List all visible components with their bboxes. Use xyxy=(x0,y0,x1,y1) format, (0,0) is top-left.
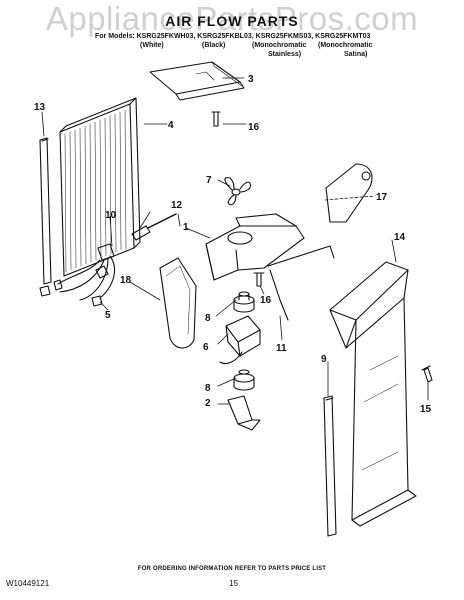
part-18-left-baffle xyxy=(159,257,197,349)
part-2-bracket xyxy=(227,395,261,431)
callout-2: 2 xyxy=(205,398,211,409)
callout-8: 8 xyxy=(205,313,211,324)
finish-white: (White) xyxy=(140,42,164,49)
part-17-baffle xyxy=(325,163,373,223)
callout-8b: 8 xyxy=(205,383,211,394)
leader-lines xyxy=(41,77,429,405)
part-14-air-duct xyxy=(329,261,417,527)
callout-10: 10 xyxy=(105,210,117,221)
callout-11: 11 xyxy=(276,343,287,354)
part-7-fan-blade xyxy=(224,177,251,206)
callout-16b: 16 xyxy=(260,295,272,306)
callout-17: 17 xyxy=(376,192,388,203)
part-10-wire-harness xyxy=(39,243,115,307)
part-13-strip xyxy=(39,137,52,285)
callout-7: 7 xyxy=(206,175,212,186)
callout-6: 6 xyxy=(203,342,209,353)
callout-18: 18 xyxy=(120,275,132,286)
part-8-motor-mount xyxy=(233,369,255,391)
part-4-evaporator-panel xyxy=(59,97,141,277)
models-line: For Models: KSRG25FKWH03, KSRG25FKBL03, … xyxy=(95,33,371,40)
document-id: W10449121 xyxy=(6,579,50,588)
callout-14: 14 xyxy=(394,232,406,243)
callout-12: 12 xyxy=(171,200,183,211)
callout-9: 9 xyxy=(321,354,327,365)
callout-4: 4 xyxy=(168,120,174,131)
callout-13: 13 xyxy=(34,102,46,113)
callout-16: 16 xyxy=(248,122,260,133)
part-16-screw xyxy=(211,111,221,127)
part-16-screw xyxy=(253,272,265,287)
part-12-thermistor xyxy=(131,213,177,241)
page-number: 15 xyxy=(229,579,238,588)
callout-1: 1 xyxy=(183,222,189,233)
part-11-tube xyxy=(267,245,335,321)
part-15-screw xyxy=(421,365,433,383)
finish-satina: Satina) xyxy=(344,51,368,58)
finish-stainless: Stainless) xyxy=(268,51,302,58)
part-9-strip xyxy=(323,395,337,537)
part-3-top-cover xyxy=(149,61,245,101)
finish-monochromatic-1: (Monochromatic xyxy=(252,42,307,49)
part-1-fan-housing xyxy=(205,213,305,281)
callout-3: 3 xyxy=(248,74,254,85)
part-8-motor-mount xyxy=(233,291,255,313)
finish-black: (Black) xyxy=(202,42,226,49)
callout-5: 5 xyxy=(105,310,111,321)
callout-15: 15 xyxy=(420,404,432,415)
ordering-note: FOR ORDERING INFORMATION REFER TO PARTS … xyxy=(137,566,327,572)
finish-monochromatic-2: (Monochromatic xyxy=(318,42,373,49)
page-title: AIR FLOW PARTS xyxy=(165,13,299,29)
part-6-fan-motor xyxy=(219,315,261,365)
